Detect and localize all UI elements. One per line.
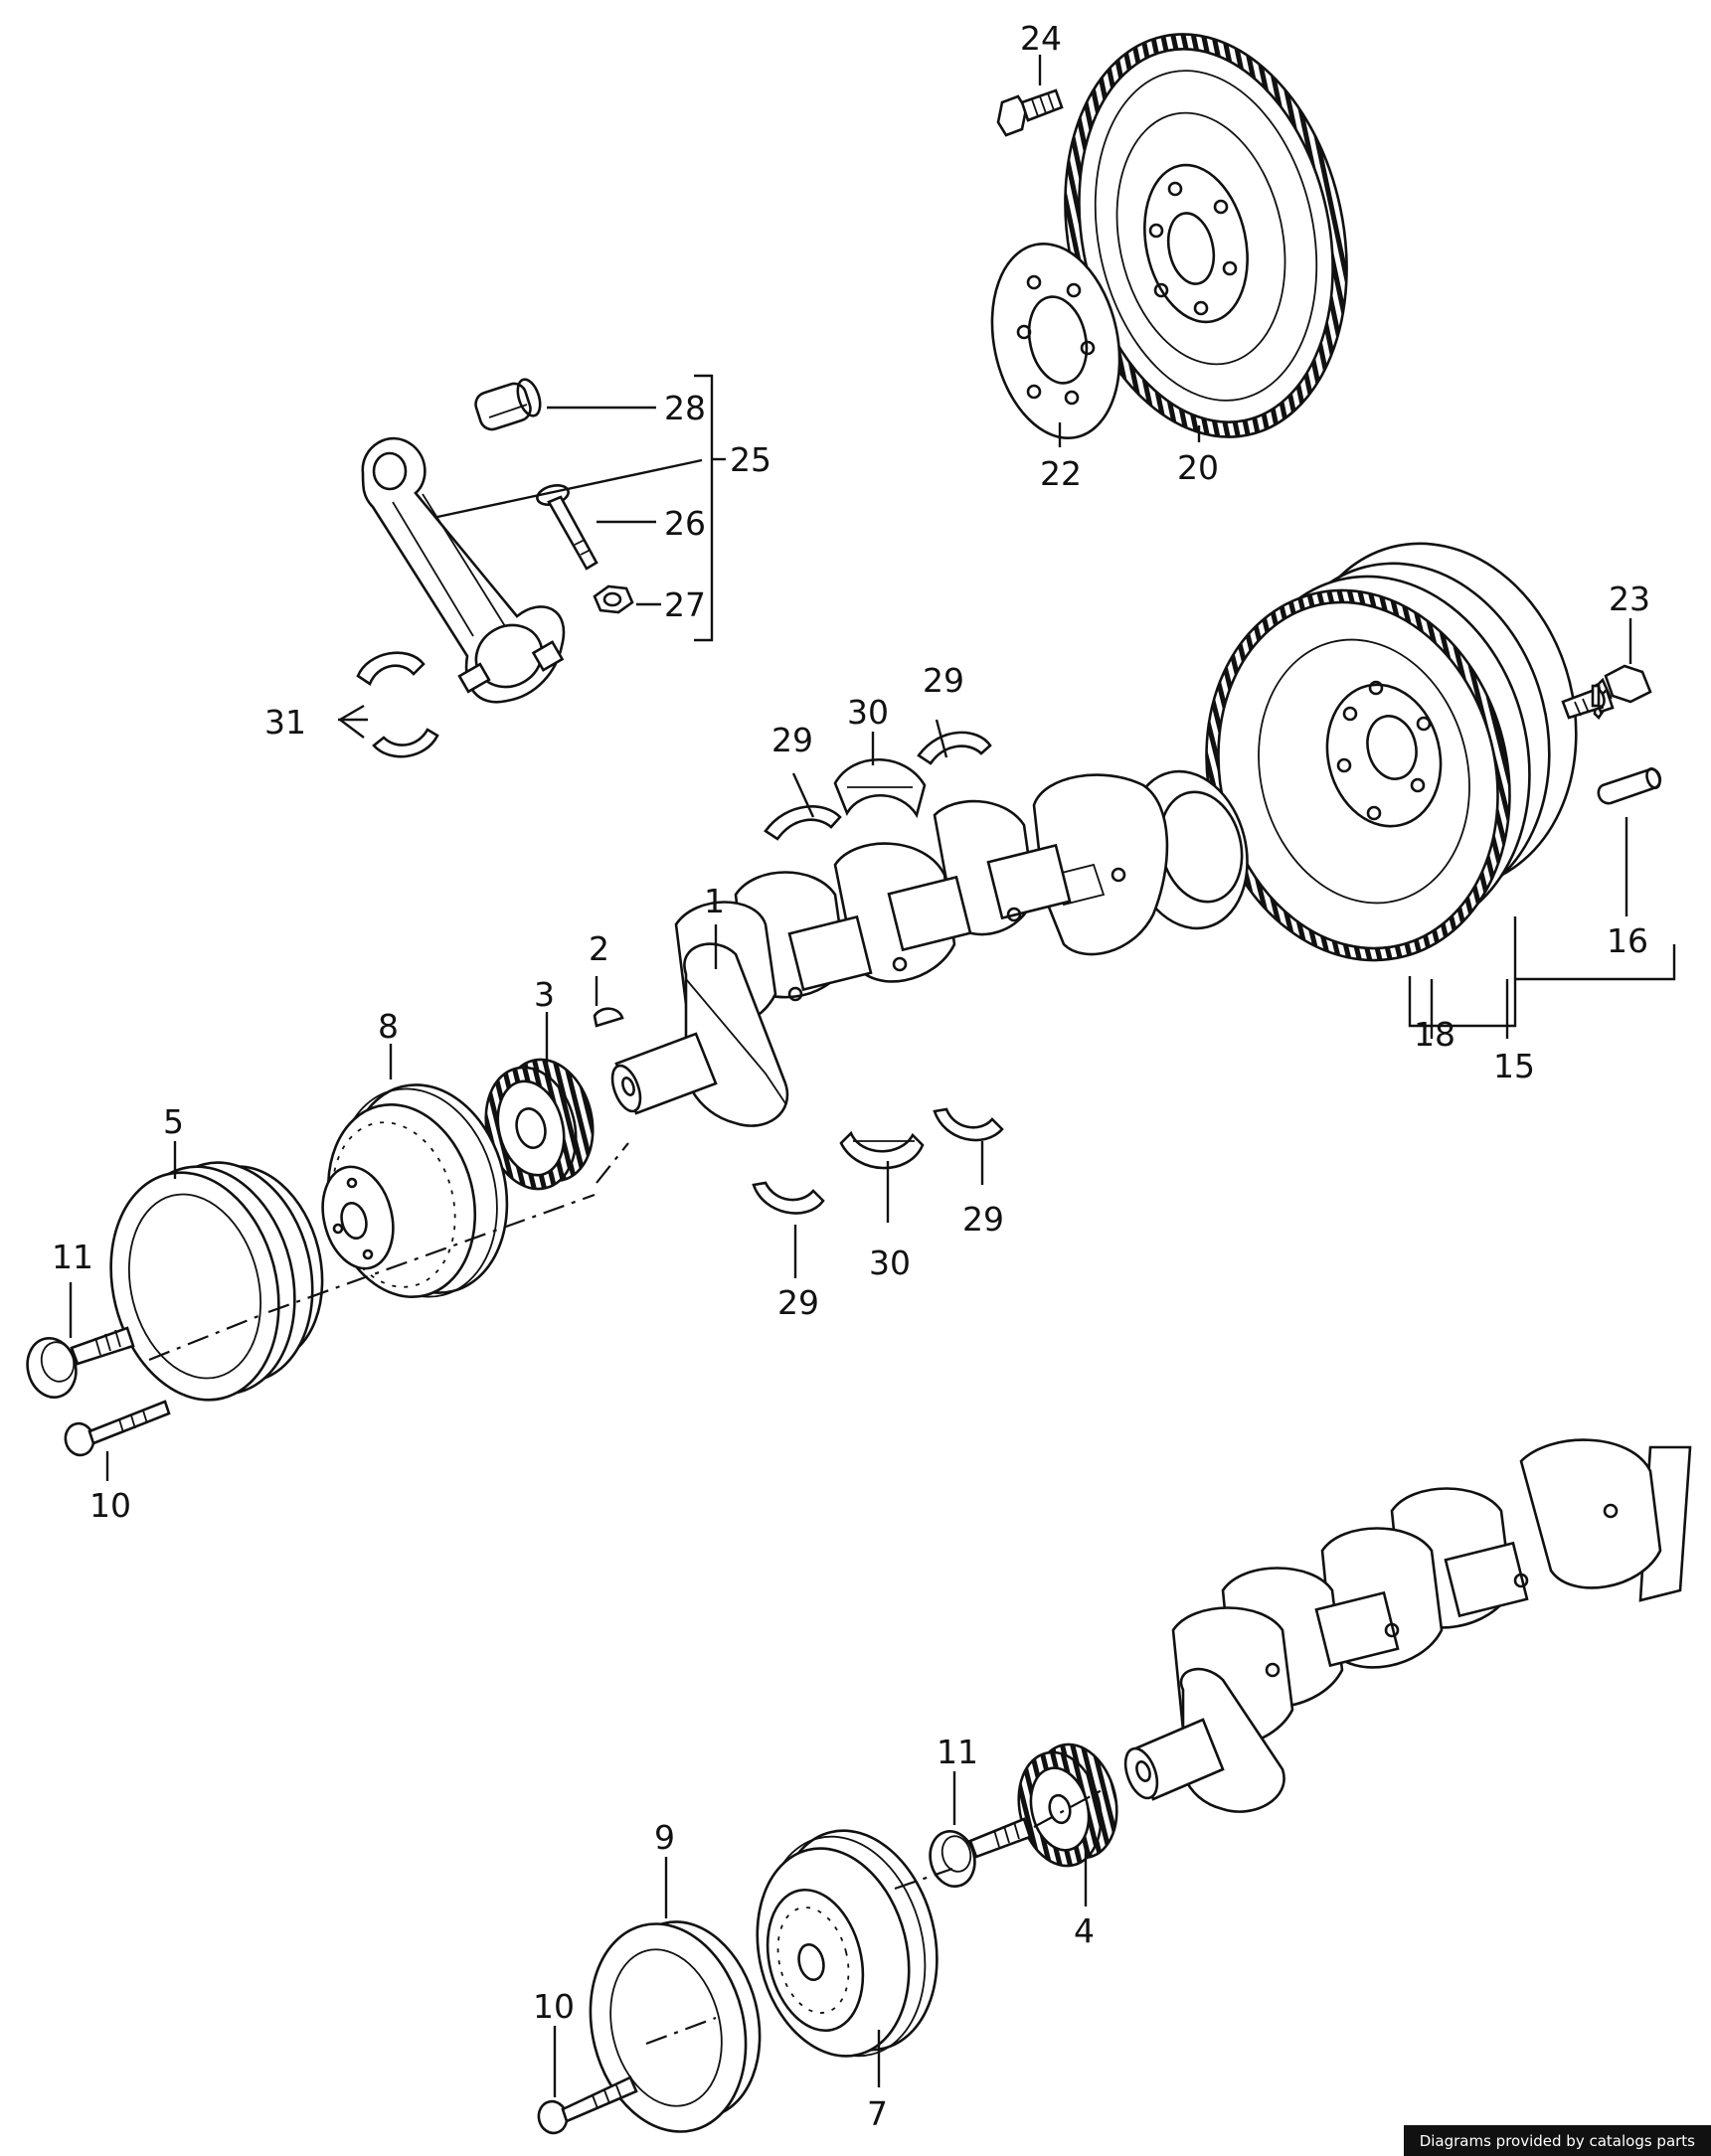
main-bearing-shell-part-30-lower[interactable] [839,1130,925,1170]
label-27: 27 [664,585,706,624]
thrust-washer-part-29-d[interactable] [752,1181,825,1215]
label-25: 25 [730,440,771,479]
label-7: 7 [867,2094,888,2133]
label-18: 18 [1414,1015,1455,1054]
bolt-part-10-upper[interactable] [63,1400,171,1458]
label-5: 5 [163,1102,184,1141]
thrust-washer-part-29-c[interactable] [933,1107,1004,1142]
bolt-part-10-lower[interactable] [536,2075,638,2136]
label-29-lower-right: 29 [962,1200,1004,1239]
drive-plate-part-18[interactable] [1168,513,1612,992]
label-1: 1 [704,882,725,920]
belt-pulley-part-9[interactable] [570,1907,779,2148]
bushing-part-28[interactable] [472,377,544,432]
nut-part-27[interactable] [593,584,634,614]
part-labels: 24 22 20 28 25 26 27 31 23 16 18 15 29 3… [52,19,1650,2133]
label-22: 22 [1040,454,1082,493]
label-31: 31 [264,703,306,742]
dowel-pin-part-16[interactable] [1597,767,1662,805]
sprocket-part-3[interactable] [473,1050,604,1199]
label-11-upper: 11 [52,1238,93,1276]
bolt-part-11-lower[interactable] [925,1817,1032,1891]
flywheel-part-20[interactable] [1029,8,1382,463]
main-bearing-shell-part-30-upper[interactable] [833,757,927,819]
sprocket-part-4[interactable] [1007,1736,1128,1875]
bolt-part-23[interactable] [1561,664,1652,721]
label-23: 23 [1609,580,1650,618]
label-29-lower-left: 29 [777,1283,819,1322]
bolt-part-24[interactable] [996,88,1064,137]
label-15: 15 [1493,1047,1535,1085]
label-26: 26 [664,504,706,543]
leader-lines [69,55,1676,2097]
thrust-washer-part-29-b[interactable] [917,731,992,765]
key-part-2[interactable] [593,1007,624,1028]
label-29-upper-right: 29 [923,661,964,700]
vibration-damper-part-7[interactable] [737,1813,959,2073]
connecting-rod-part-25[interactable] [361,436,566,704]
thrust-washer-part-29-a[interactable] [764,805,842,841]
belt-pulley-part-5[interactable] [87,1145,342,1417]
credit-footer: Diagrams provided by catalogs parts [1403,2125,1711,2156]
label-9: 9 [654,1818,675,1857]
label-11-lower: 11 [937,1733,978,1771]
label-8: 8 [378,1007,399,1046]
bearing-shells-part-31[interactable] [356,651,439,758]
label-30-upper: 30 [847,693,889,732]
label-10-upper: 10 [89,1486,131,1525]
bolt-part-11-upper[interactable] [21,1326,135,1403]
label-3: 3 [534,975,555,1014]
label-29-upper-left: 29 [771,721,813,759]
label-16: 16 [1607,921,1648,960]
label-20: 20 [1177,448,1219,487]
label-10-lower: 10 [533,1987,575,2026]
label-28: 28 [664,389,706,427]
crankshaft-part-1[interactable] [607,758,1264,1127]
crankshaft-lower-variant[interactable] [1119,1438,1692,1813]
label-2: 2 [589,929,609,968]
label-4: 4 [1074,1911,1095,1950]
label-30-lower: 30 [869,1244,911,1282]
plate-part-22[interactable] [975,232,1136,449]
label-24: 24 [1020,19,1062,58]
